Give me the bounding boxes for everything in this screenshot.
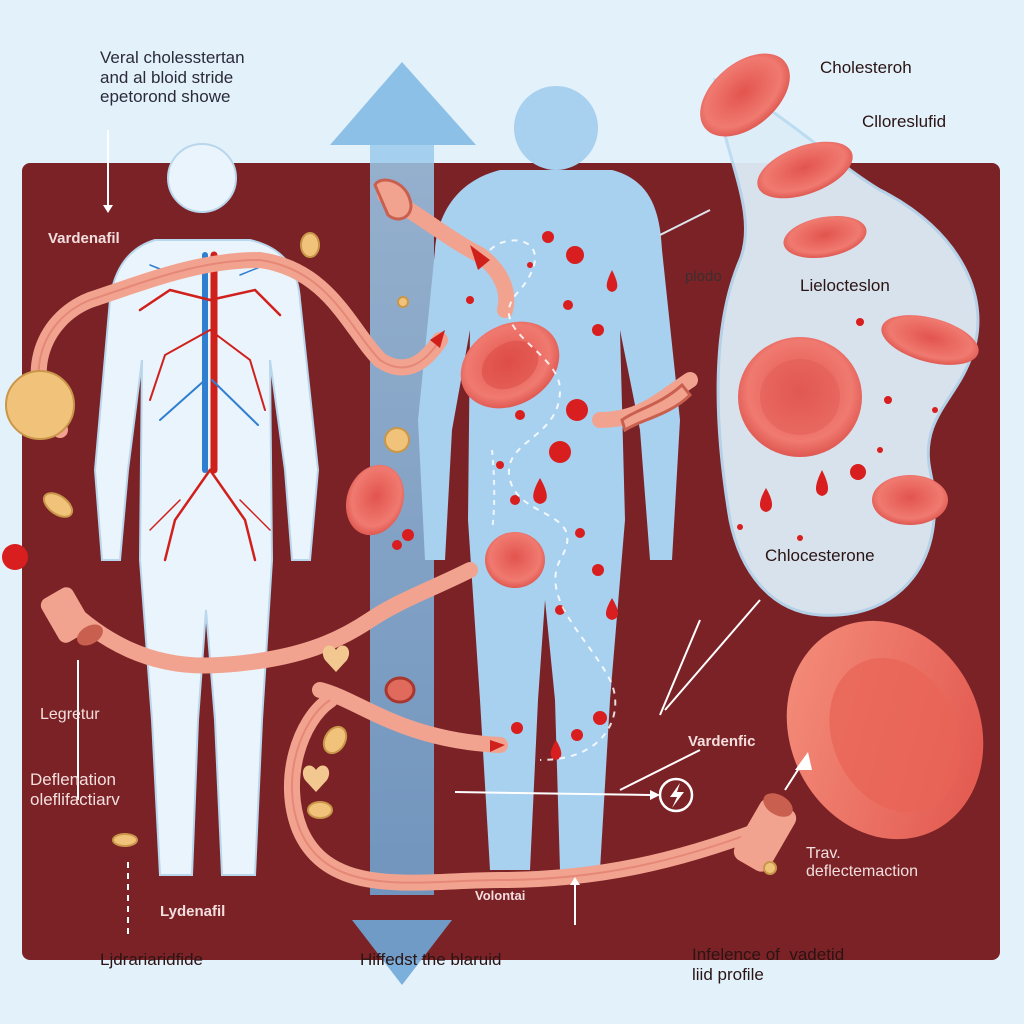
caption-right: Infelence of vadetid liid profile xyxy=(692,945,845,984)
label-lielocteson: Lielocteslon xyxy=(800,276,890,295)
label-cholesteroh: Cholesteroh xyxy=(820,58,912,77)
label-vardenafil-left: Vardenafil xyxy=(48,230,120,247)
pointer-lines xyxy=(77,130,761,935)
lightning-icon xyxy=(658,777,694,813)
label-deflection: Deflenation oleflifactiarv xyxy=(30,770,120,809)
label-chlocesterone: Chlocesterone xyxy=(765,546,875,565)
label-plodo: plodo xyxy=(685,268,722,285)
top-left-note: Veral cholesstertan and al bloid stride … xyxy=(100,48,245,107)
flow-path xyxy=(489,239,617,761)
vein-network xyxy=(138,251,282,562)
label-vardenfic: Vardenfic xyxy=(688,733,756,750)
cholesterol-globule xyxy=(5,232,777,875)
vessel-segment xyxy=(40,178,797,872)
heart-icon xyxy=(302,645,350,792)
red-blood-cell-icon xyxy=(345,53,984,840)
label-travel: Trav. deflectemaction xyxy=(806,845,919,881)
label-chlorestufid: Clloreslufid xyxy=(862,112,947,131)
label-lydenafil: Lydenafil xyxy=(160,903,226,920)
caption-left: Ljdrariaridfide xyxy=(100,950,203,969)
caption-middle: Hiffedst the blaruid xyxy=(360,950,502,969)
label-volentai: Volontai xyxy=(475,888,526,903)
blood-droplet-icon xyxy=(2,231,938,760)
label-legretur: Legretur xyxy=(40,706,100,723)
